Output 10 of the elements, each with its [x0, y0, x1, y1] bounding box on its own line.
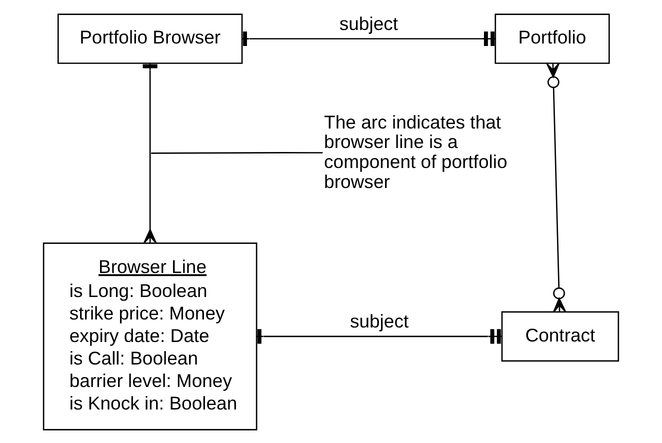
node-box: Portfolio Browser [57, 13, 243, 64]
edge-label: subject [350, 310, 409, 331]
connector [242, 30, 496, 46]
node-box: Contract [501, 310, 620, 362]
node-text: The arc indicates that browser line is a component of portfolio browser [324, 110, 508, 192]
edge-label: subject [339, 12, 398, 34]
connector [546, 62, 566, 312]
node-box: Portfolio [494, 13, 610, 64]
connector [151, 152, 323, 154]
node-box: Browser Line is Long: Boolean strike price: Money expiry date: Date is Call: Boolean barrier level: Money is Knock in: Boolean [42, 242, 258, 430]
